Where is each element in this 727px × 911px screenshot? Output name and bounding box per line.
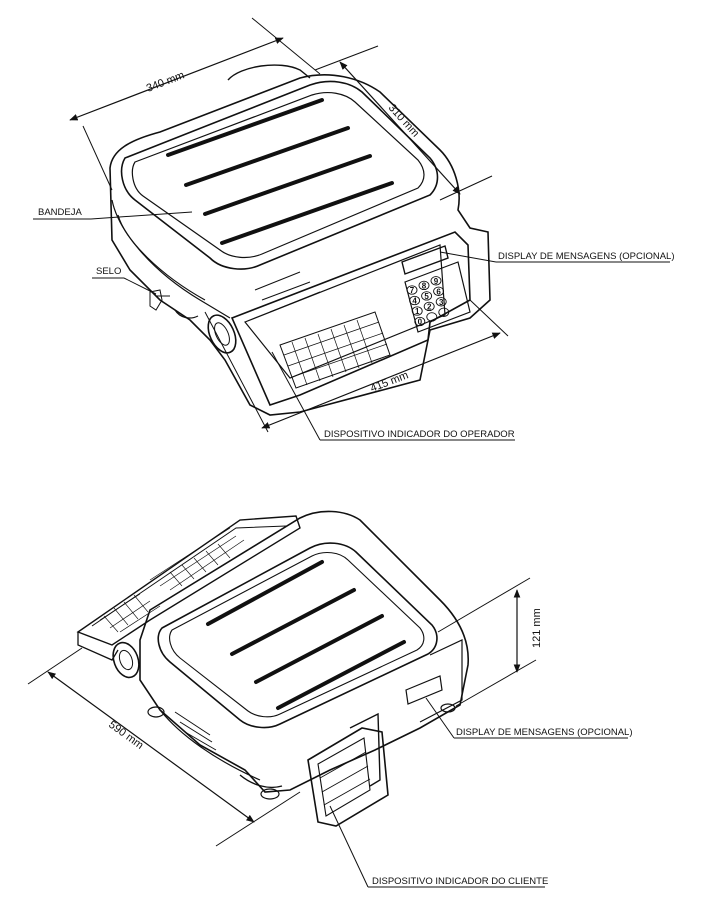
keypad-key bbox=[409, 295, 421, 306]
callout-message-display-bottom: DISPLAY DE MENSAGENS (OPCIONAL) bbox=[425, 697, 633, 739]
top-view-drawing: 789 456 123 0 bbox=[109, 64, 491, 416]
keypad-key-label: 8 bbox=[422, 281, 427, 290]
operator-console-outline bbox=[230, 231, 471, 406]
callout-message-display-top: DISPLAY DE MENSAGENS (OPCIONAL) bbox=[439, 251, 675, 263]
dimension-310: 310 mm bbox=[314, 45, 493, 201]
keypad-key bbox=[426, 312, 438, 322]
dimension-340: 340 mm bbox=[69, 17, 321, 191]
numeric-keypad: 789 456 123 0 bbox=[404, 261, 471, 333]
callout-customer-indicator: DISPOSITIVO INDICADOR DO CLIENTE bbox=[329, 805, 548, 888]
dim-width-label: 340 mm bbox=[145, 69, 186, 94]
keypad-key-label: 5 bbox=[424, 292, 429, 301]
dimension-121: 121 mm bbox=[437, 577, 543, 707]
keypad-key bbox=[438, 307, 450, 317]
keypad-key bbox=[406, 285, 418, 295]
callout-operator-indicator: DISPOSITIVO INDICADOR DO OPERADOR bbox=[271, 351, 515, 441]
keypad-key bbox=[421, 291, 433, 301]
operator-indicator-label: DISPOSITIVO INDICADOR DO OPERADOR bbox=[324, 429, 515, 440]
keypad-key bbox=[423, 301, 435, 312]
callout-seal: SELO bbox=[92, 266, 157, 295]
dim-front-label: 415 mm bbox=[369, 369, 410, 394]
seal-label: SELO bbox=[96, 266, 121, 277]
keypad-key-label: 6 bbox=[436, 287, 441, 296]
keypad-key-label: 2 bbox=[427, 302, 432, 311]
keypad-key-label: 3 bbox=[439, 298, 444, 307]
customer-indicator-label: DISPOSITIVO INDICADOR DO CLIENTE bbox=[372, 876, 548, 887]
tray-label: BANDEJA bbox=[38, 207, 82, 218]
keypad-key-label: 7 bbox=[410, 286, 415, 295]
tray-outline-2 bbox=[157, 542, 438, 729]
keypad-key bbox=[430, 276, 442, 286]
dim-length-label: 590 mm bbox=[106, 719, 145, 752]
bottom-view-drawing bbox=[76, 510, 469, 827]
keypad-key-label: 9 bbox=[434, 277, 439, 286]
operator-keyboard bbox=[279, 311, 391, 389]
message-display-label-bottom: DISPLAY DE MENSAGENS (OPCIONAL) bbox=[456, 727, 633, 738]
customer-indicator bbox=[307, 712, 389, 827]
keypad-key-label: 0 bbox=[418, 318, 423, 327]
scale-body-outline-2 bbox=[139, 510, 469, 793]
seal-symbol bbox=[149, 289, 170, 311]
keypad-key-label: 1 bbox=[415, 307, 420, 316]
rear-operator-console bbox=[76, 515, 301, 646]
message-display-label-top: DISPLAY DE MENSAGENS (OPCIONAL) bbox=[498, 251, 675, 262]
keypad-key bbox=[418, 280, 430, 291]
keypad-key bbox=[411, 306, 423, 316]
keypad-key bbox=[433, 286, 445, 296]
keypad-key bbox=[435, 297, 447, 307]
keypad-key bbox=[414, 316, 426, 327]
dimension-590: 590 mm bbox=[27, 647, 301, 847]
dim-height-label: 121 mm bbox=[531, 608, 543, 648]
callout-tray: BANDEJA bbox=[33, 207, 193, 220]
keypad-key-label: 4 bbox=[412, 297, 417, 306]
